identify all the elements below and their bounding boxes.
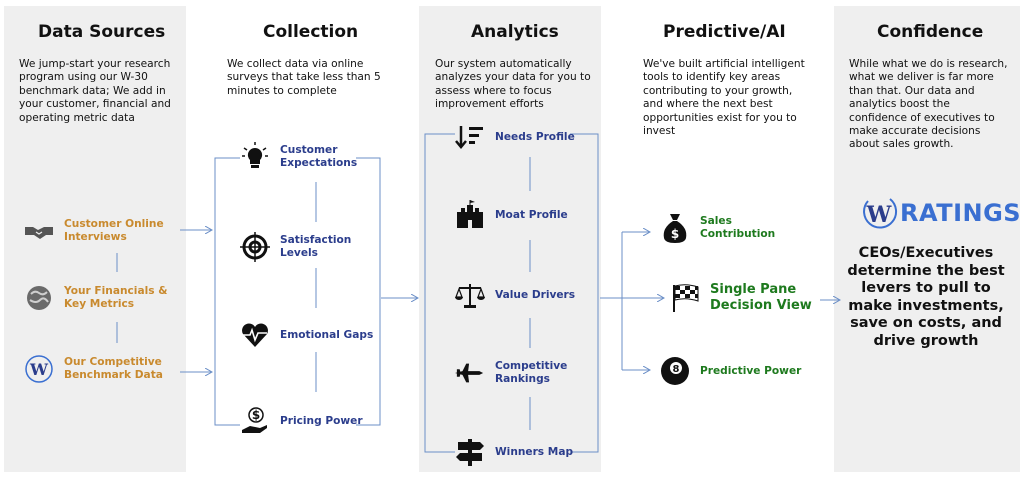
source-benchmark: W Our Competitive Benchmark Data bbox=[24, 354, 174, 384]
collection-label: Satisfaction Levels bbox=[280, 234, 352, 259]
collection-label: Emotional Gaps bbox=[280, 328, 374, 341]
column-title-predictive: Predictive/AI bbox=[663, 22, 786, 42]
source-customer-interviews: Customer Online Interviews bbox=[24, 216, 174, 246]
collection-customer-expectations: Customer Expectations bbox=[240, 142, 390, 172]
analytics-winners-map: Winners Map bbox=[455, 437, 605, 467]
predictive-label: Predictive Power bbox=[700, 364, 802, 377]
predictive-label: Sales Contribution bbox=[700, 215, 776, 240]
wratings-logo: W RATINGS bbox=[860, 195, 1021, 231]
predictive-single-pane: Single Pane Decision View bbox=[670, 282, 840, 314]
checkered-flag-icon bbox=[670, 283, 700, 313]
svg-text:8: 8 bbox=[673, 364, 680, 375]
predictive-label-single-pane: Single Pane Decision View bbox=[710, 282, 812, 313]
w-logo-icon: W bbox=[24, 354, 54, 384]
sort-down-icon bbox=[455, 122, 485, 152]
column-desc-data-sources: We jump-start your research program usin… bbox=[19, 58, 171, 124]
predictive-power: 8 Predictive Power bbox=[660, 356, 810, 386]
collection-emotional-gaps: Emotional Gaps bbox=[240, 320, 390, 350]
svg-text:W: W bbox=[29, 360, 49, 379]
globe-icon bbox=[24, 283, 54, 313]
logo-text: RATINGS bbox=[900, 199, 1022, 227]
signpost-icon bbox=[455, 437, 485, 467]
column-desc-confidence: While what we do is research, what we de… bbox=[849, 58, 1008, 151]
column-title-analytics: Analytics bbox=[471, 22, 559, 42]
target-icon bbox=[240, 232, 270, 262]
data-sources-panel bbox=[4, 6, 186, 472]
source-label: Customer Online Interviews bbox=[64, 218, 164, 243]
castle-icon bbox=[455, 200, 485, 230]
analytics-label: Needs Profile bbox=[495, 130, 575, 143]
source-label: Your Financials & Key Metrics bbox=[64, 285, 168, 310]
scales-icon bbox=[455, 280, 485, 310]
collection-label: Customer Expectations bbox=[280, 144, 358, 169]
analytics-label: Competitive Rankings bbox=[495, 360, 568, 385]
money-bag-icon: $ bbox=[660, 213, 690, 243]
confidence-statement: CEOs/Executives determine the best lever… bbox=[847, 245, 1005, 349]
w-logo-mark: W bbox=[863, 198, 898, 229]
column-desc-analytics: Our system automatically analyzes your d… bbox=[435, 58, 591, 111]
column-desc-predictive: We've built artificial intelligent tools… bbox=[643, 58, 805, 138]
analytics-label: Winners Map bbox=[495, 445, 574, 458]
column-title-data-sources: Data Sources bbox=[38, 22, 166, 42]
analytics-needs-profile: Needs Profile bbox=[455, 122, 605, 152]
column-title-collection: Collection bbox=[263, 22, 359, 42]
collection-label: Pricing Power bbox=[280, 414, 363, 427]
lightbulb-icon bbox=[240, 142, 270, 172]
svg-text:$: $ bbox=[671, 227, 679, 241]
source-label: Our Competitive Benchmark Data bbox=[64, 356, 163, 381]
analytics-value-drivers: Value Drivers bbox=[455, 280, 605, 310]
confidence-panel bbox=[834, 6, 1020, 472]
predictive-sales-contribution: $ Sales Contribution bbox=[660, 213, 810, 243]
analytics-label: Value Drivers bbox=[495, 288, 576, 301]
collection-pricing-power: $ Pricing Power bbox=[240, 406, 390, 436]
source-financials: Your Financials & Key Metrics bbox=[24, 283, 174, 313]
analytics-moat-profile: Moat Profile bbox=[455, 200, 605, 230]
handshake-icon bbox=[24, 216, 54, 246]
analytics-competitive-rankings: Competitive Rankings bbox=[455, 358, 605, 388]
jet-icon bbox=[455, 358, 485, 388]
svg-text:$: $ bbox=[252, 408, 260, 422]
analytics-label: Moat Profile bbox=[495, 208, 568, 221]
column-title-confidence: Confidence bbox=[877, 22, 984, 42]
column-desc-collection: We collect data via online surveys that … bbox=[227, 58, 381, 97]
svg-text:W: W bbox=[866, 202, 892, 228]
heartbeat-icon bbox=[240, 320, 270, 350]
money-hand-icon: $ bbox=[240, 406, 270, 436]
collection-satisfaction: Satisfaction Levels bbox=[240, 232, 390, 262]
eight-ball-icon: 8 bbox=[660, 356, 690, 386]
